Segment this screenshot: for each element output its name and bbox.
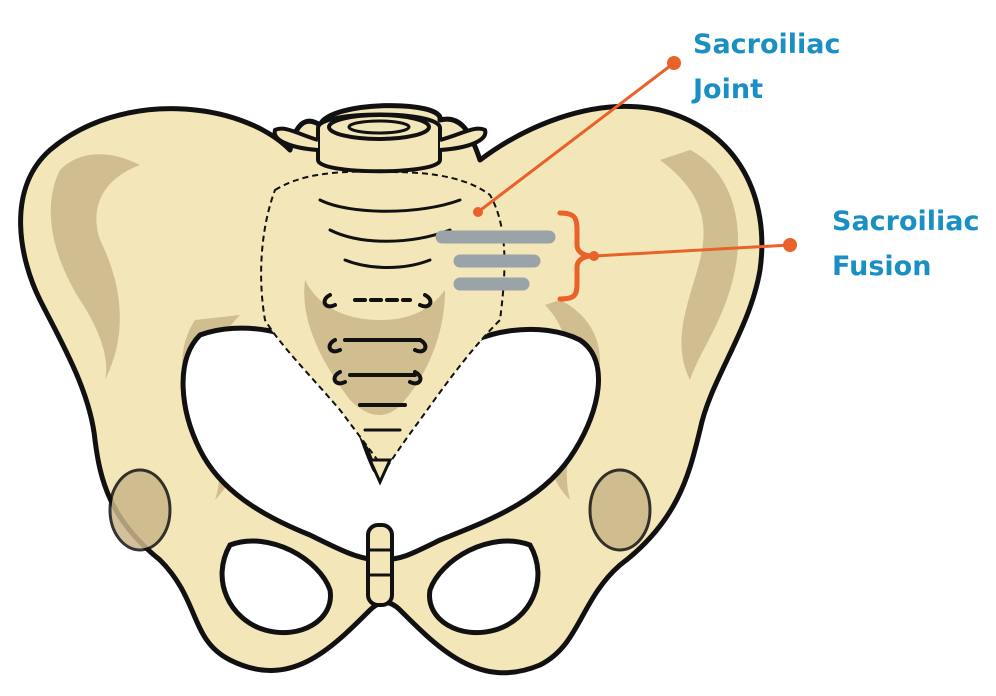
- coccyx: [367, 458, 393, 486]
- left-wing-shadow: [50, 154, 140, 380]
- right-obturator-foramen: [427, 538, 541, 636]
- left-acetabulum: [108, 468, 172, 552]
- sacroiliac-joint-label-line1: Sacroiliac: [693, 29, 841, 60]
- left-transverse-process: [272, 126, 319, 152]
- sacroiliac-fusion-label-line2: Fusion: [832, 251, 932, 282]
- right-acetabulum: [588, 468, 652, 552]
- vertebra-disc: [327, 113, 431, 141]
- sacroiliac-joint-label: Sacroiliac Joint: [693, 22, 841, 112]
- callout-lines: [473, 56, 797, 261]
- right-wing-shadow: [660, 150, 738, 380]
- sacral-ridges: [322, 293, 433, 432]
- pelvis-illustration: [18, 103, 765, 676]
- right-transverse-process: [439, 126, 488, 152]
- sacroiliac-fusion-label-line1: Sacroiliac: [832, 206, 980, 237]
- sacroiliac-implant-bars: [435, 230, 556, 291]
- sacroiliac-joint-label-line2: Joint: [693, 74, 763, 105]
- sacroiliac-fusion-label: Sacroiliac Fusion: [832, 199, 980, 289]
- pubic-symphysis: [366, 523, 394, 607]
- left-obturator-foramen: [219, 538, 333, 636]
